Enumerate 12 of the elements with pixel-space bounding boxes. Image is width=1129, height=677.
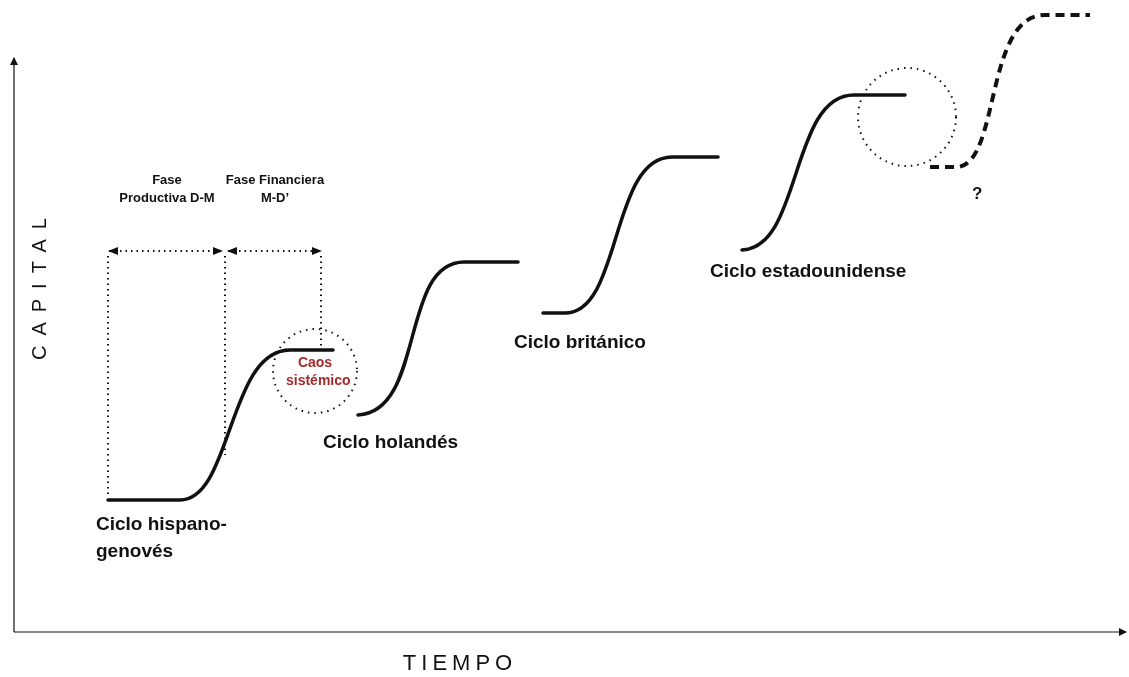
cycle-label: Ciclo hispano-genovés [96, 512, 228, 563]
cycle-label: Ciclo estadounidense [710, 260, 907, 282]
cycle-label: Ciclo británico [514, 331, 646, 353]
callout-text: Caos sistémico [285, 353, 352, 389]
axis-label: TIEMPO [401, 650, 519, 676]
phase-label: Fase Productiva D-M [118, 171, 216, 207]
axis-label: CAPITAL [28, 207, 51, 360]
question-mark: ? [972, 184, 983, 204]
phase-label: Fase Financiera M-D’ [225, 171, 325, 207]
dotted-circle [272, 328, 358, 414]
empty-dotted-circle [857, 67, 957, 167]
cycle-label: Ciclo holandés [323, 431, 459, 453]
